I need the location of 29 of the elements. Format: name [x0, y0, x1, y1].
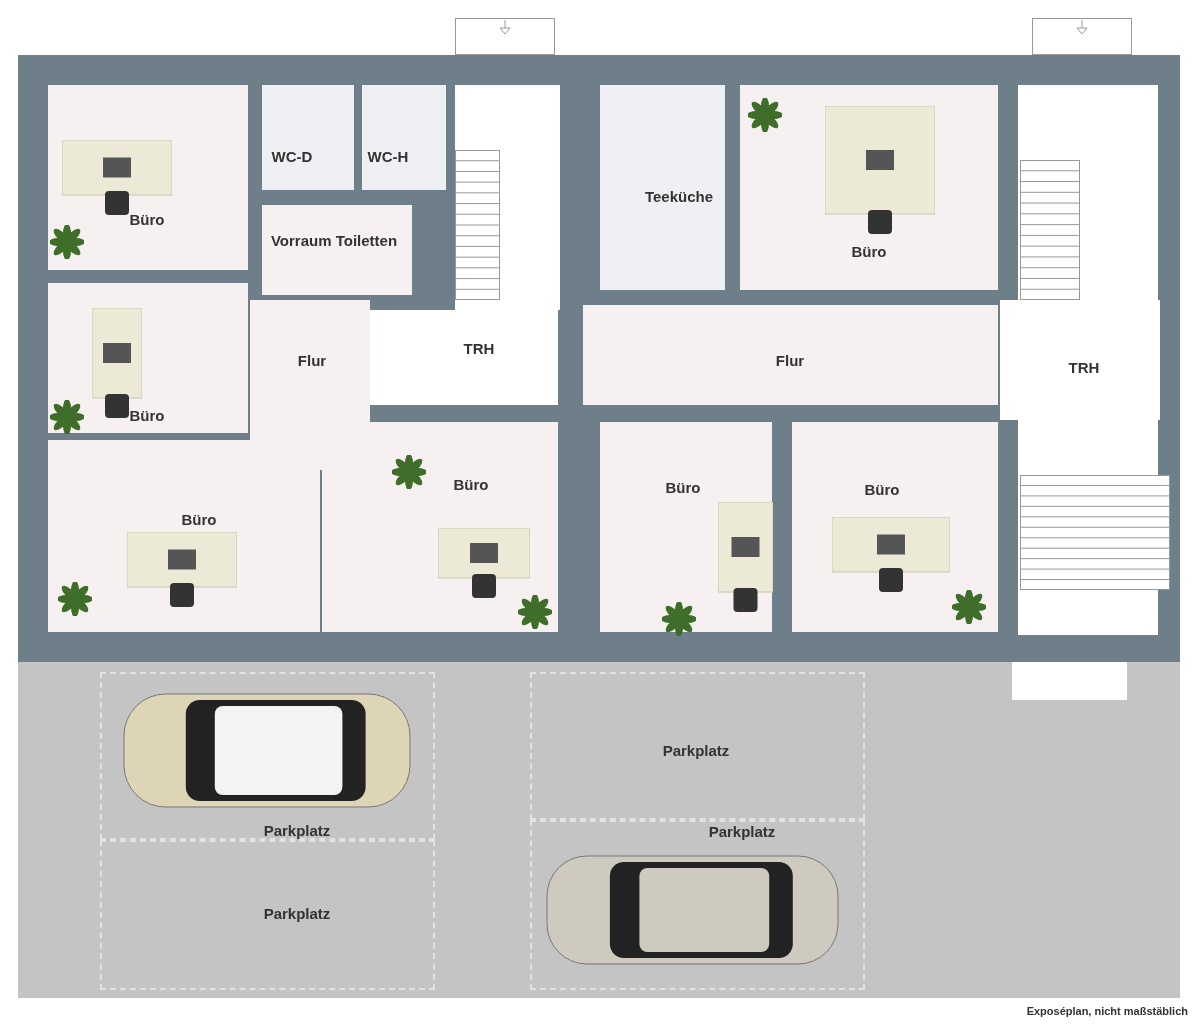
room-label: Vorraum Toiletten [270, 230, 398, 251]
room-label: WC-D [271, 146, 313, 167]
room-label: TRH [1068, 357, 1100, 378]
room-label: TRH [463, 338, 495, 359]
room-label: Büro [851, 241, 887, 262]
stairwell-floor [370, 310, 558, 405]
stairwell-floor [1000, 300, 1160, 420]
room-label: Parkplatz [263, 820, 331, 841]
tiled-room-floor [262, 85, 354, 190]
room-label: Büro [129, 405, 165, 426]
room-label: Flur [775, 350, 805, 371]
room-label: Parkplatz [662, 740, 730, 761]
room-label: WC-H [367, 146, 409, 167]
room-label: Büro [181, 509, 217, 530]
caption: Exposéplan, nicht maßstäblich [1026, 1004, 1188, 1019]
room-label: Büro [665, 477, 701, 498]
parking-space [100, 840, 435, 990]
room-label: Parkplatz [708, 821, 776, 842]
parking-space [530, 672, 865, 820]
room-label: Flur [297, 350, 327, 371]
room-label: Büro [453, 474, 489, 495]
room-floor [583, 305, 998, 405]
tiled-room-floor [362, 85, 446, 190]
room-label: Büro [129, 209, 165, 230]
room-label: Parkplatz [263, 903, 331, 924]
tiled-room-floor [600, 85, 725, 290]
room-label: Teeküche [644, 186, 714, 207]
room-floor [262, 205, 412, 295]
room-label: Büro [864, 479, 900, 500]
